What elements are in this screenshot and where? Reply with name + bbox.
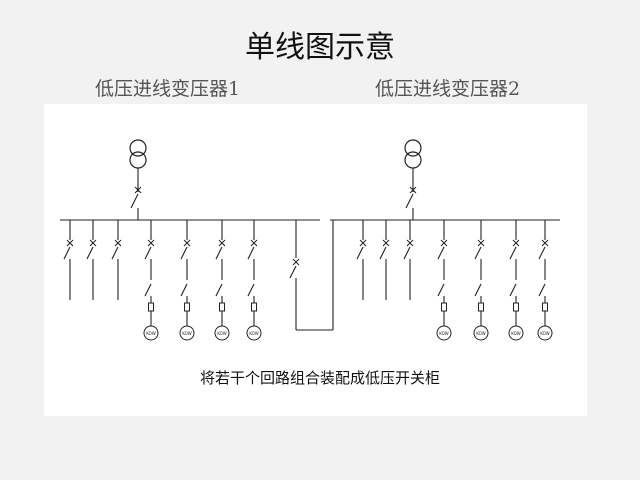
feeder-left-motor-2-contactor-blade <box>180 283 188 297</box>
feeder-left-motor-4-motor-symbol <box>246 325 262 341</box>
feeder-right-motor-2-switch-blade <box>474 246 482 260</box>
feeder-right-motor-2-contactor-blade <box>474 283 482 297</box>
feeder-right-motor-1-breaker-mark <box>440 239 448 247</box>
diagram-caption: 将若干个回路组合装配成低压开关柜 <box>199 369 440 387</box>
feeder-left-motor-3-breaker-mark <box>218 239 226 247</box>
transformer-1-breaker-mark <box>134 186 142 194</box>
feeder-right-plain-1-switch-blade <box>356 246 364 260</box>
feeder-right-motor-4-motor-label: KOW <box>540 331 550 336</box>
bus-coupler-blade <box>289 265 297 279</box>
diagram-panel <box>44 104 587 416</box>
feeder-left-motor-4-contactor-blade <box>247 283 255 297</box>
diagram-title: 单线图示意 <box>245 30 395 65</box>
feeder-left-motor-3-motor-symbol <box>214 325 230 341</box>
transformer-1-label: 低压进线变压器1 <box>95 78 241 100</box>
feeder-right-plain-3-switch-blade <box>403 246 411 260</box>
feeder-right-plain-2-switch-blade <box>379 246 387 260</box>
feeder-right-plain-3-breaker-mark <box>406 239 414 247</box>
feeder-right-motor-1-switch-blade <box>437 246 445 260</box>
transformer-2-coil-upper <box>404 139 422 157</box>
feeder-left-motor-2-motor-label: KOW <box>182 331 192 336</box>
feeder-left-motor-2-switch-blade <box>180 246 188 260</box>
feeder-left-motor-1-contactor-blade <box>144 283 152 297</box>
feeder-left-motor-1-motor-symbol <box>143 325 159 341</box>
feeder-right-motor-4-motor-symbol <box>537 325 553 341</box>
feeder-right-motor-2-breaker-mark <box>477 239 485 247</box>
feeder-left-motor-1-switch-blade <box>144 246 152 260</box>
feeder-left-motor-3-contactor-blade <box>215 283 223 297</box>
transformer-1-switch-blade <box>130 193 139 209</box>
feeder-right-motor-1-contactor-blade <box>437 283 445 297</box>
feeder-right-plain-2-breaker-mark <box>382 239 390 247</box>
feeder-left-motor-4-breaker-mark <box>250 239 258 247</box>
feeder-left-motor-1-breaker-mark <box>147 239 155 247</box>
feeder-right-motor-3-relay <box>513 302 519 312</box>
transformer-2-breaker-mark <box>409 186 417 194</box>
feeder-left-motor-1-relay <box>148 302 154 312</box>
transformer-2-switch-blade <box>405 193 414 209</box>
feeder-left-plain-3-switch-blade <box>111 246 119 260</box>
feeder-right-motor-3-breaker-mark <box>512 239 520 247</box>
transformer-1-coil-lower <box>129 151 147 169</box>
feeder-left-motor-2-motor-symbol <box>179 325 195 341</box>
feeder-left-plain-3-breaker-mark <box>114 239 122 247</box>
feeder-right-motor-4-breaker-mark <box>541 239 549 247</box>
feeder-left-motor-2-breaker-mark <box>183 239 191 247</box>
feeder-right-motor-2-motor-label: KOW <box>476 331 486 336</box>
transformer-1-coil-upper <box>129 139 147 157</box>
feeder-left-motor-2-relay <box>184 302 190 312</box>
feeder-left-motor-3-switch-blade <box>215 246 223 260</box>
feeder-left-plain-2-breaker-mark <box>89 239 97 247</box>
feeder-left-plain-2-switch-blade <box>86 246 94 260</box>
feeder-right-motor-4-contactor-blade <box>538 283 546 297</box>
feeder-left-motor-4-relay <box>251 302 257 312</box>
feeder-right-motor-4-relay <box>542 302 548 312</box>
feeder-right-motor-1-motor-symbol <box>436 325 452 341</box>
feeder-left-motor-4-switch-blade <box>247 246 255 260</box>
feeder-left-plain-1-switch-blade <box>63 246 71 260</box>
bus-coupler-breaker-mark <box>292 258 300 266</box>
feeder-right-motor-3-motor-label: KOW <box>511 331 521 336</box>
feeder-right-motor-3-motor-symbol <box>508 325 524 341</box>
feeder-left-plain-1-breaker-mark <box>66 239 74 247</box>
feeder-right-plain-1-breaker-mark <box>359 239 367 247</box>
transformer-2-label: 低压进线变压器2 <box>375 78 521 100</box>
feeder-right-motor-3-contactor-blade <box>509 283 517 297</box>
feeder-left-motor-3-relay <box>219 302 225 312</box>
feeder-right-motor-1-relay <box>441 302 447 312</box>
feeder-left-motor-3-motor-label: KOW <box>217 331 227 336</box>
feeder-left-motor-1-motor-label: KOW <box>146 331 156 336</box>
transformer-2-coil-lower <box>404 151 422 169</box>
feeder-right-motor-1-motor-label: KOW <box>439 331 449 336</box>
feeder-right-motor-4-switch-blade <box>538 246 546 260</box>
feeder-left-motor-4-motor-label: KOW <box>249 331 259 336</box>
feeder-right-motor-2-relay <box>478 302 484 312</box>
feeder-right-motor-3-switch-blade <box>509 246 517 260</box>
feeder-right-motor-2-motor-symbol <box>473 325 489 341</box>
